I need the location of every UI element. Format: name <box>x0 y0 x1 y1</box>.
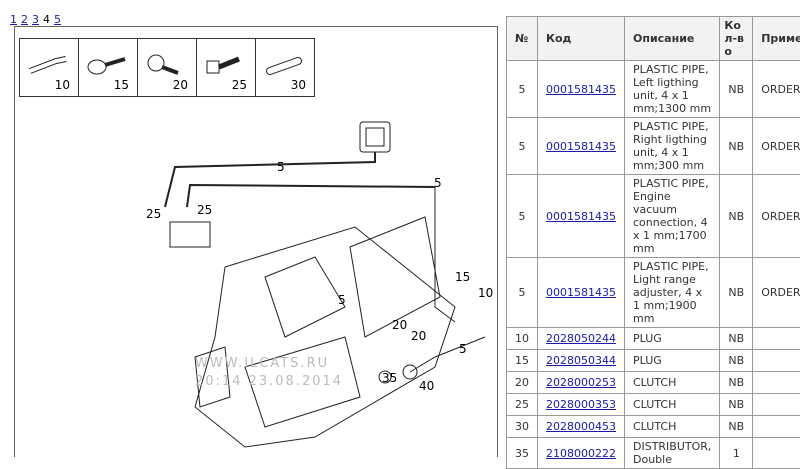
row-description: PLASTIC PIPE, Left ligthing unit, 4 x 1 … <box>625 61 720 118</box>
row-description: PLUG <box>625 328 720 350</box>
callout: 10 <box>478 286 493 300</box>
callout: 5 <box>338 293 346 307</box>
page-link-2[interactable]: 2 <box>21 13 28 26</box>
row-description: PLASTIC PIPE, Engine vacuum connection, … <box>625 175 720 258</box>
part-code-link[interactable]: 0001581435 <box>546 83 616 96</box>
callout: 25 <box>197 203 212 217</box>
connector-icon <box>26 53 70 77</box>
row-quantity: NB <box>720 328 753 350</box>
callout: 20 <box>392 318 407 332</box>
callout: 25 <box>146 207 161 221</box>
page-link-1[interactable]: 1 <box>10 13 17 26</box>
page-current: 4 <box>43 13 50 26</box>
row-number: 5 <box>507 175 538 258</box>
row-number: 5 <box>507 118 538 175</box>
row-description: PLASTIC PIPE, Light range adjuster, 4 x … <box>625 258 720 328</box>
row-note <box>753 394 800 416</box>
table-row: 5 0001581435 PLASTIC PIPE, Light range a… <box>507 258 800 328</box>
row-note: ORDER <box>753 258 800 328</box>
row-number: 20 <box>507 372 538 394</box>
row-number: 5 <box>507 61 538 118</box>
row-quantity: 1 <box>720 438 753 469</box>
callout: 5 <box>277 160 285 174</box>
part-code-link[interactable]: 2028050244 <box>546 332 616 345</box>
row-quantity: NB <box>720 118 753 175</box>
legend-item[interactable]: 10 <box>20 39 79 96</box>
row-number: 35 <box>507 438 538 469</box>
heater-assembly-drawing <box>15 107 497 457</box>
row-description: PLASTIC PIPE, Right ligthing unit, 4 x 1… <box>625 118 720 175</box>
part-code-link[interactable]: 2028000353 <box>546 398 616 411</box>
page-link-5[interactable]: 5 <box>54 13 61 26</box>
callout: 5 <box>434 176 442 190</box>
part-code-link[interactable]: 0001581435 <box>546 286 616 299</box>
page-link-3[interactable]: 3 <box>32 13 39 26</box>
row-number: 25 <box>507 394 538 416</box>
callout: 20 <box>411 329 426 343</box>
row-quantity: NB <box>720 394 753 416</box>
col-description: Описание <box>625 17 720 61</box>
row-description: PLUG <box>625 350 720 372</box>
table-row: 30 2028000453 CLUTCH NB <box>507 416 800 438</box>
col-number: № <box>507 17 538 61</box>
legend-item[interactable]: 25 <box>197 39 256 96</box>
row-quantity: NB <box>720 61 753 118</box>
clutch-icon <box>203 53 247 77</box>
part-code-link[interactable]: 2028050344 <box>546 354 616 367</box>
col-note: Приме <box>753 17 800 61</box>
plug-icon <box>85 53 129 77</box>
row-quantity: NB <box>720 372 753 394</box>
callout: 40 <box>419 379 434 393</box>
table-row: 5 0001581435 PLASTIC PIPE, Left ligthing… <box>507 61 800 118</box>
legend-item[interactable]: 30 <box>256 39 314 96</box>
legend-item[interactable]: 20 <box>138 39 197 96</box>
row-note <box>753 438 800 469</box>
part-code-link[interactable]: 0001581435 <box>546 140 616 153</box>
row-note: ORDER <box>753 61 800 118</box>
row-number: 15 <box>507 350 538 372</box>
row-note <box>753 328 800 350</box>
row-description: CLUTCH <box>625 372 720 394</box>
callout: 35 <box>382 371 397 385</box>
row-quantity: NB <box>720 350 753 372</box>
part-code-link[interactable]: 2028000253 <box>546 376 616 389</box>
table-row: 5 0001581435 PLASTIC PIPE, Engine vacuum… <box>507 175 800 258</box>
table-row: 25 2028000353 CLUTCH NB <box>507 394 800 416</box>
parts-diagram: 10 15 20 25 30 5 25 25 5 5 15 10 5 20 20… <box>14 26 498 457</box>
callout: 15 <box>455 270 470 284</box>
row-description: CLUTCH <box>625 394 720 416</box>
row-note: ORDER <box>753 118 800 175</box>
row-quantity: NB <box>720 258 753 328</box>
part-code-link[interactable]: 2028000453 <box>546 420 616 433</box>
legend-item[interactable]: 15 <box>79 39 138 96</box>
table-row: 10 2028050244 PLUG NB <box>507 328 800 350</box>
table-row: 35 2108000222 DISTRIBUTOR, Double 1 <box>507 438 800 469</box>
parts-legend: 10 15 20 25 30 <box>19 38 315 97</box>
parts-table: № Код Описание Кол-во Приме 5 0001581435… <box>506 16 800 469</box>
callout: 5 <box>459 342 467 356</box>
row-number: 5 <box>507 258 538 328</box>
tube-icon <box>262 53 306 77</box>
row-number: 10 <box>507 328 538 350</box>
part-code-link[interactable]: 2108000222 <box>546 447 616 460</box>
row-number: 30 <box>507 416 538 438</box>
table-row: 20 2028000253 CLUTCH NB <box>507 372 800 394</box>
row-note <box>753 350 800 372</box>
table-row: 15 2028050344 PLUG NB <box>507 350 800 372</box>
row-note: ORDER <box>753 175 800 258</box>
row-quantity: NB <box>720 416 753 438</box>
row-description: DISTRIBUTOR, Double <box>625 438 720 469</box>
col-code: Код <box>538 17 625 61</box>
row-description: CLUTCH <box>625 416 720 438</box>
table-row: 5 0001581435 PLASTIC PIPE, Right ligthin… <box>507 118 800 175</box>
part-code-link[interactable]: 0001581435 <box>546 210 616 223</box>
row-note <box>753 416 800 438</box>
row-quantity: NB <box>720 175 753 258</box>
row-note <box>753 372 800 394</box>
col-quantity: Кол-во <box>720 17 753 61</box>
clutch-icon <box>144 53 188 77</box>
